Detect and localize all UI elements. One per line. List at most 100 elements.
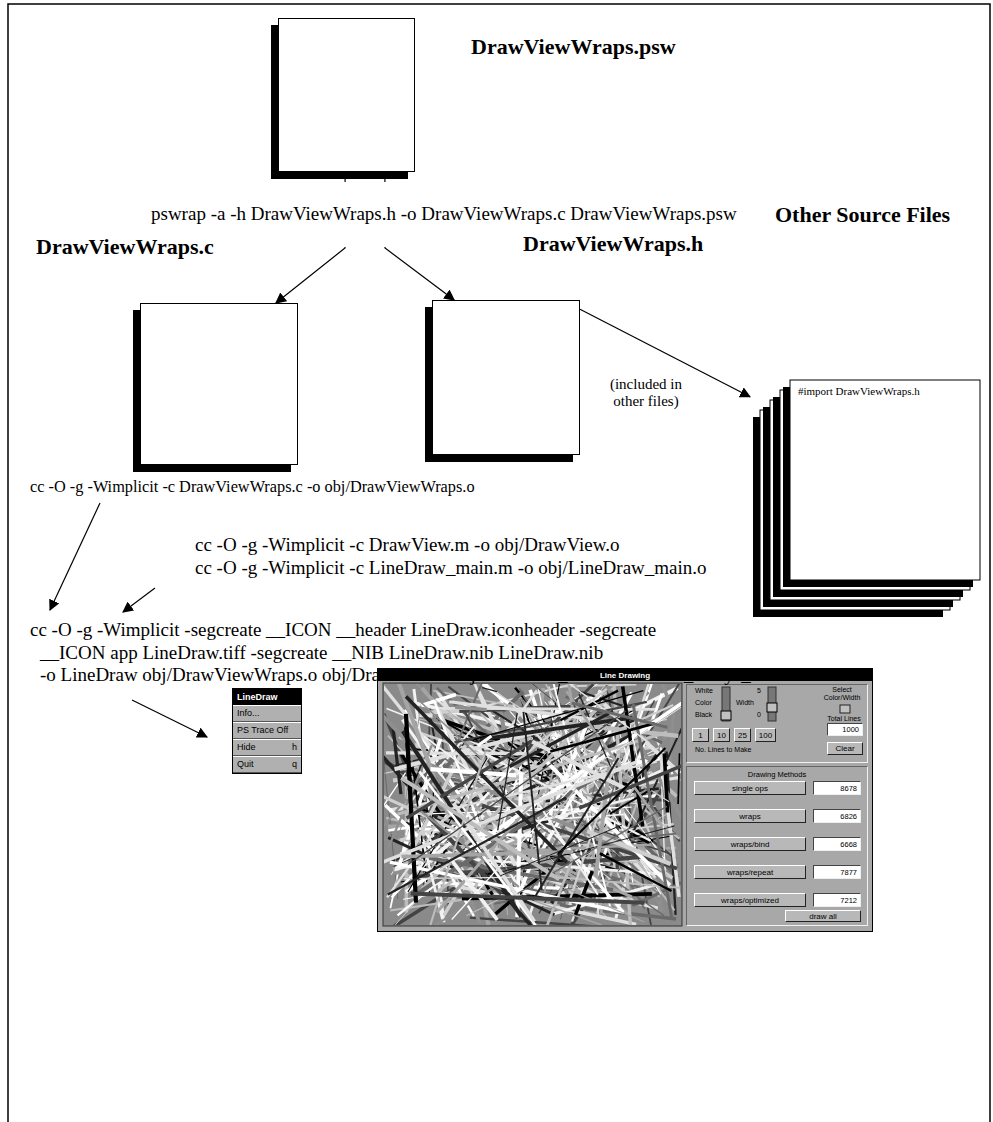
drawn-line	[421, 695, 456, 706]
menu-key: q	[292, 757, 297, 772]
push-button: 10	[713, 728, 730, 742]
build-arrow	[123, 588, 155, 612]
number-field: 8678	[813, 781, 861, 795]
drawn-line	[388, 798, 566, 895]
file-heading: DrawViewWraps.c	[36, 234, 214, 260]
drawn-line	[579, 765, 681, 808]
command-line: cc -O -g -Wimplicit -c LineDraw_main.m -…	[195, 557, 707, 579]
random-lines	[384, 684, 681, 925]
app-menu: LineDrawInfo...PS Trace OffHide hQuit q	[232, 688, 302, 774]
push-button: 1	[692, 728, 709, 742]
number-field: 6826	[813, 809, 861, 823]
drawn-line	[553, 789, 576, 819]
slider-label: White	[695, 687, 713, 694]
drawn-line	[550, 723, 654, 751]
field-caption: Total Lines	[817, 715, 871, 722]
source-file-stack: Other Source Files#import DrawViewWraps.…	[750, 380, 990, 620]
button-label: draw all	[786, 911, 860, 921]
drawn-line	[664, 753, 667, 812]
drawn-line	[500, 825, 622, 876]
drawn-line	[451, 762, 657, 809]
slider-knob	[767, 703, 777, 712]
drawn-line	[498, 713, 518, 830]
command-line: cc -O -g -Wimplicit -c DrawViewWraps.c -…	[30, 478, 475, 497]
drawn-line	[455, 707, 487, 709]
slider-knob	[721, 711, 731, 720]
drawing-canvas	[383, 683, 682, 926]
slider-label: Black	[695, 711, 712, 718]
width-slider	[768, 687, 776, 721]
file-heading: DrawViewWraps.h	[523, 231, 703, 257]
number-field: 7212	[813, 893, 861, 907]
menu-title: LineDraw	[233, 689, 301, 705]
button-label: 100	[756, 729, 775, 741]
window-title: Line Drawing	[378, 669, 872, 681]
drawn-line	[421, 702, 480, 757]
drawn-line	[401, 778, 559, 879]
menu-item: Info...	[233, 705, 301, 722]
button-label: 1	[693, 729, 708, 741]
drawn-line	[431, 769, 517, 775]
slider-label: Color	[695, 699, 712, 706]
push-button: wraps/bind	[694, 837, 806, 851]
number-field: 6668	[813, 837, 861, 851]
header-file-box: DrawViewWraps.h	[432, 300, 580, 455]
drawn-line	[411, 894, 645, 903]
select-button	[840, 705, 850, 713]
menu-key: h	[292, 740, 297, 755]
menu-item: Quit q	[233, 756, 301, 773]
row-caption: No. Lines to Make	[695, 746, 751, 753]
menu-item-label: Hide	[237, 740, 256, 755]
push-button: wraps	[694, 809, 806, 823]
drawn-line	[678, 753, 679, 804]
drawn-line	[482, 688, 497, 692]
menu-item: PS Trace Off	[233, 722, 301, 739]
button-label: 25	[735, 729, 750, 741]
button-label: wraps/optimized	[695, 894, 805, 906]
field-value: 7877	[814, 866, 860, 878]
field-value: 8678	[814, 782, 860, 794]
drawn-line	[437, 708, 655, 709]
settings-panel: WhiteColorBlack 5Width0 Select Color/Width…	[686, 684, 868, 763]
slider-label: Width	[736, 699, 754, 706]
build-arrow	[50, 503, 100, 610]
drawn-line	[558, 748, 666, 854]
button-label: 10	[714, 729, 729, 741]
drawn-line	[419, 771, 537, 925]
menu-item-label: Info...	[237, 706, 260, 721]
drawn-line	[406, 714, 416, 903]
drawn-line	[482, 805, 677, 868]
panel-title: Drawing Methods	[687, 770, 867, 779]
drawn-line	[408, 711, 626, 865]
page-frame	[8, 4, 990, 1122]
source-file-box: DrawViewWraps.psw	[278, 18, 415, 172]
button-label: wraps/bind	[695, 838, 805, 850]
result-arrow	[132, 700, 207, 737]
button-label: single ops	[695, 782, 805, 794]
push-button: draw all	[785, 910, 861, 922]
drawn-line	[473, 834, 532, 835]
source-file-box: DrawViewWraps.c	[140, 303, 298, 465]
drawn-line	[572, 703, 668, 727]
file-heading: DrawViewWraps.psw	[471, 34, 676, 60]
push-button: 100	[755, 728, 776, 742]
field-value: 7212	[814, 894, 860, 906]
menu-item: Hide h	[233, 739, 301, 756]
sheet-stack	[750, 380, 990, 620]
push-button: single ops	[694, 781, 806, 795]
menu-item-label: Quit	[237, 757, 254, 772]
number-field: 7877	[813, 865, 861, 879]
drawn-line	[533, 758, 619, 900]
command-line: __ICON app LineDraw.tiff -segcreate __NI…	[40, 642, 603, 664]
slider-label: 0	[757, 711, 761, 718]
slider-label: 5	[757, 687, 761, 694]
source-sheet	[790, 380, 980, 580]
push-button: wraps/repeat	[694, 865, 806, 879]
push-button: Clear	[827, 742, 863, 755]
drawn-line	[500, 707, 507, 751]
button-caption: Select Color/Width	[815, 686, 869, 702]
button-label: wraps/repeat	[695, 866, 805, 878]
field-value: 6668	[814, 838, 860, 850]
drawn-line	[406, 697, 567, 863]
drawn-line	[618, 868, 620, 872]
